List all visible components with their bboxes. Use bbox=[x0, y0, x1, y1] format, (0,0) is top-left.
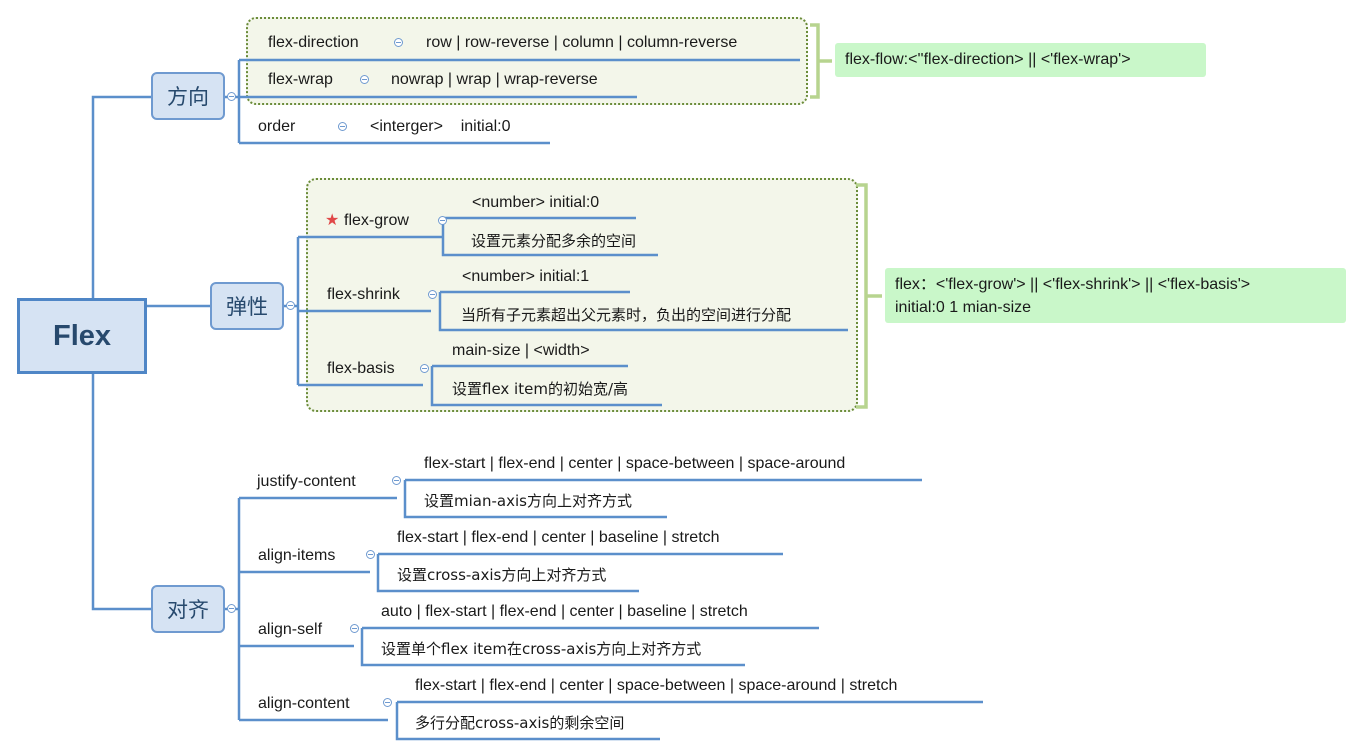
node-order-values[interactable]: <interger> initial:0 bbox=[370, 118, 511, 135]
node-flex-grow[interactable]: flex-grow bbox=[344, 212, 409, 229]
collapse-toggle-flex-direction[interactable] bbox=[394, 38, 403, 47]
collapse-toggle-elastic[interactable] bbox=[286, 301, 295, 310]
node-flex-wrap-values[interactable]: nowrap | wrap | wrap-reverse bbox=[391, 71, 598, 88]
node-align-items-values[interactable]: flex-start | flex-end | center | baselin… bbox=[397, 529, 720, 546]
node-flex-shrink-desc[interactable]: 当所有子元素超出父元素时，负出的空间进行分配 bbox=[461, 306, 792, 324]
collapse-toggle-align-content[interactable] bbox=[383, 698, 392, 707]
node-align-content-values[interactable]: flex-start | flex-end | center | space-b… bbox=[415, 677, 898, 694]
node-flex-grow-desc[interactable]: 设置元素分配多余的空间 bbox=[471, 232, 637, 250]
collapse-toggle-order[interactable] bbox=[338, 122, 347, 131]
node-align-content-desc[interactable]: 多行分配cross-axis的剩余空间 bbox=[415, 714, 625, 732]
collapse-toggle-flex-grow[interactable] bbox=[438, 216, 447, 225]
node-align-items[interactable]: align-items bbox=[258, 547, 336, 564]
summary-flex-line2: initial:0 1 mian-size bbox=[895, 299, 1032, 316]
node-flex-direction-values[interactable]: row | row-reverse | column | column-reve… bbox=[426, 34, 738, 51]
node-flex-basis-desc[interactable]: 设置flex item的初始宽/高 bbox=[452, 380, 629, 398]
node-align-items-desc[interactable]: 设置cross-axis方向上对齐方式 bbox=[397, 566, 607, 584]
node-flex-shrink[interactable]: flex-shrink bbox=[327, 286, 400, 303]
node-flex-grow-syntax[interactable]: <number> initial:0 bbox=[472, 194, 600, 211]
node-justify-content-desc[interactable]: 设置mian-axis方向上对齐方式 bbox=[424, 492, 632, 510]
collapse-toggle-flex-wrap[interactable] bbox=[360, 75, 369, 84]
node-flex-basis[interactable]: flex-basis bbox=[327, 360, 395, 377]
node-flex-direction[interactable]: flex-direction bbox=[268, 34, 359, 51]
node-align-self-desc[interactable]: 设置单个flex item在cross-axis方向上对齐方式 bbox=[381, 640, 702, 658]
summary-flex-shorthand[interactable]: flex：<'flex-grow'> || <'flex-shrink'> ||… bbox=[885, 268, 1346, 323]
summary-flex-flow[interactable]: flex-flow:<''flex-direction> || <'flex-w… bbox=[835, 43, 1206, 77]
collapse-toggle-align-items[interactable] bbox=[366, 550, 375, 559]
node-order[interactable]: order bbox=[258, 118, 296, 135]
node-flex-wrap[interactable]: flex-wrap bbox=[268, 71, 333, 88]
root-node[interactable]: Flex bbox=[17, 298, 147, 374]
node-justify-content-values[interactable]: flex-start | flex-end | center | space-b… bbox=[424, 455, 846, 472]
summary-flex-line1: flex：<'flex-grow'> || <'flex-shrink'> ||… bbox=[895, 276, 1251, 293]
node-justify-content[interactable]: justify-content bbox=[257, 473, 356, 490]
branch-direction[interactable]: 方向 bbox=[151, 72, 225, 120]
node-flex-basis-syntax[interactable]: main-size | <width> bbox=[452, 342, 590, 359]
node-align-self-values[interactable]: auto | flex-start | flex-end | center | … bbox=[381, 603, 748, 620]
collapse-toggle-direction[interactable] bbox=[227, 92, 236, 101]
star-icon: ★ bbox=[325, 212, 340, 229]
collapse-toggle-justify-content[interactable] bbox=[392, 476, 401, 485]
branch-align[interactable]: 对齐 bbox=[151, 585, 225, 633]
collapse-toggle-align-self[interactable] bbox=[350, 624, 359, 633]
collapse-toggle-flex-shrink[interactable] bbox=[428, 290, 437, 299]
summary-flex-flow-text: flex-flow:<''flex-direction> || <'flex-w… bbox=[845, 51, 1131, 68]
branch-elastic[interactable]: 弹性 bbox=[210, 282, 284, 330]
node-flex-shrink-syntax[interactable]: <number> initial:1 bbox=[462, 268, 590, 285]
collapse-toggle-flex-basis[interactable] bbox=[420, 364, 429, 373]
node-align-self[interactable]: align-self bbox=[258, 621, 323, 638]
collapse-toggle-align[interactable] bbox=[227, 604, 236, 613]
node-align-content[interactable]: align-content bbox=[258, 695, 350, 712]
